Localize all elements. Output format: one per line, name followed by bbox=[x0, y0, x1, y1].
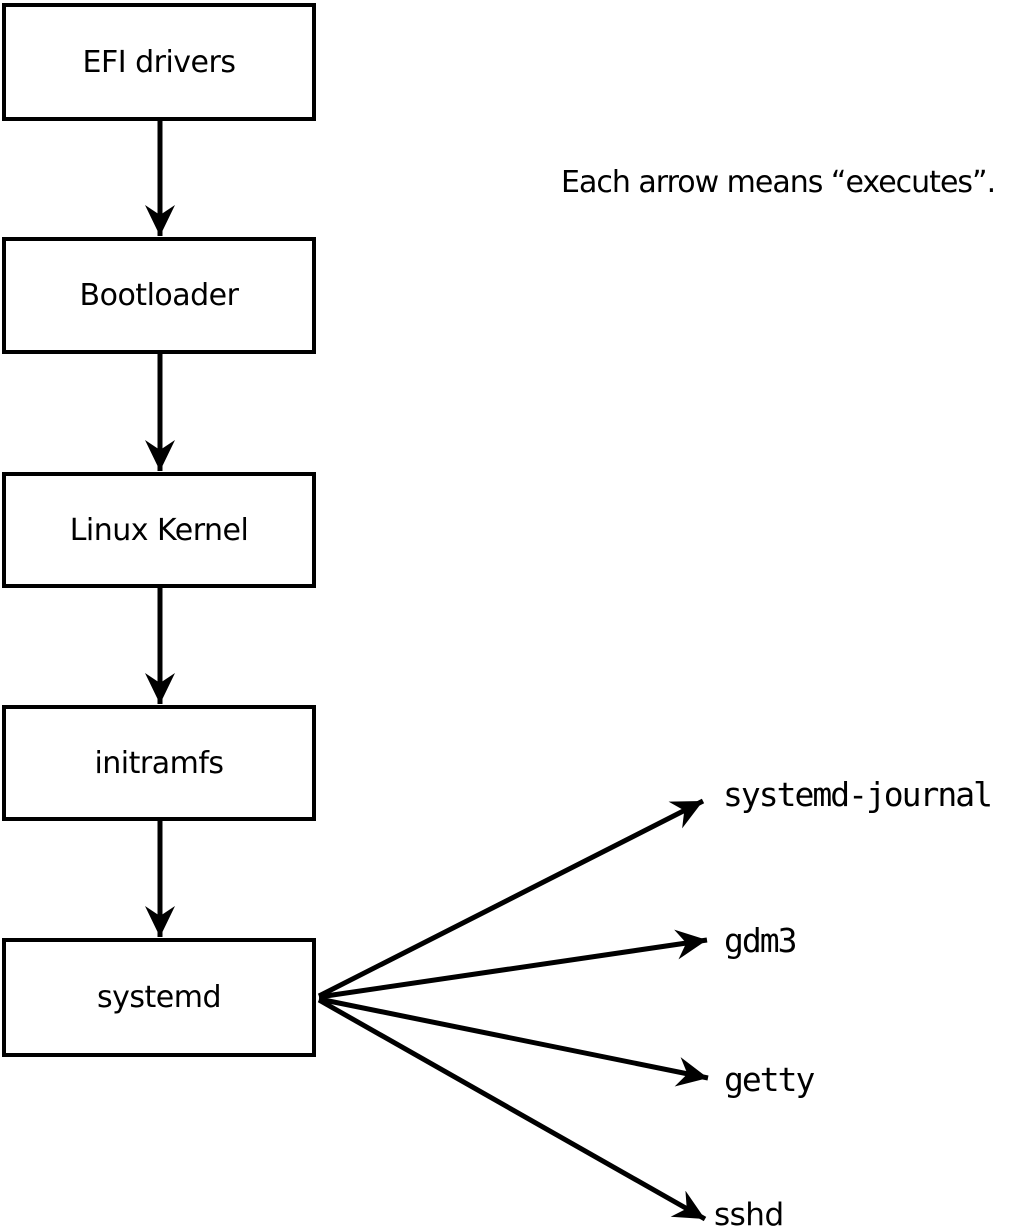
process-label-gdm3: gdm3 bbox=[724, 921, 797, 960]
box-linux-kernel-label: Linux Kernel bbox=[69, 512, 249, 548]
box-systemd: systemd bbox=[2, 938, 316, 1057]
box-systemd-label: systemd bbox=[97, 980, 222, 1015]
box-initramfs-label: initramfs bbox=[94, 745, 224, 781]
process-label-systemd-journal: systemd-journal bbox=[723, 775, 993, 814]
box-initramfs: initramfs bbox=[2, 705, 316, 821]
arrow-systemd-to-sshd bbox=[317, 997, 707, 1222]
arrow-meaning-note: Each arrow means “executes”. bbox=[561, 165, 996, 200]
box-efi-drivers-label: EFI drivers bbox=[82, 44, 236, 80]
box-efi-drivers: EFI drivers bbox=[2, 3, 316, 121]
process-label-sshd: sshd bbox=[714, 1197, 784, 1230]
arrow-systemd-to-journal bbox=[317, 798, 705, 999]
process-label-getty: getty bbox=[724, 1060, 815, 1099]
arrow-systemd-to-gdm3 bbox=[318, 929, 708, 1000]
box-linux-kernel: Linux Kernel bbox=[2, 472, 316, 588]
box-bootloader-label: Bootloader bbox=[79, 278, 239, 313]
box-bootloader: Bootloader bbox=[2, 237, 316, 354]
arrow-systemd-to-getty bbox=[318, 996, 709, 1087]
